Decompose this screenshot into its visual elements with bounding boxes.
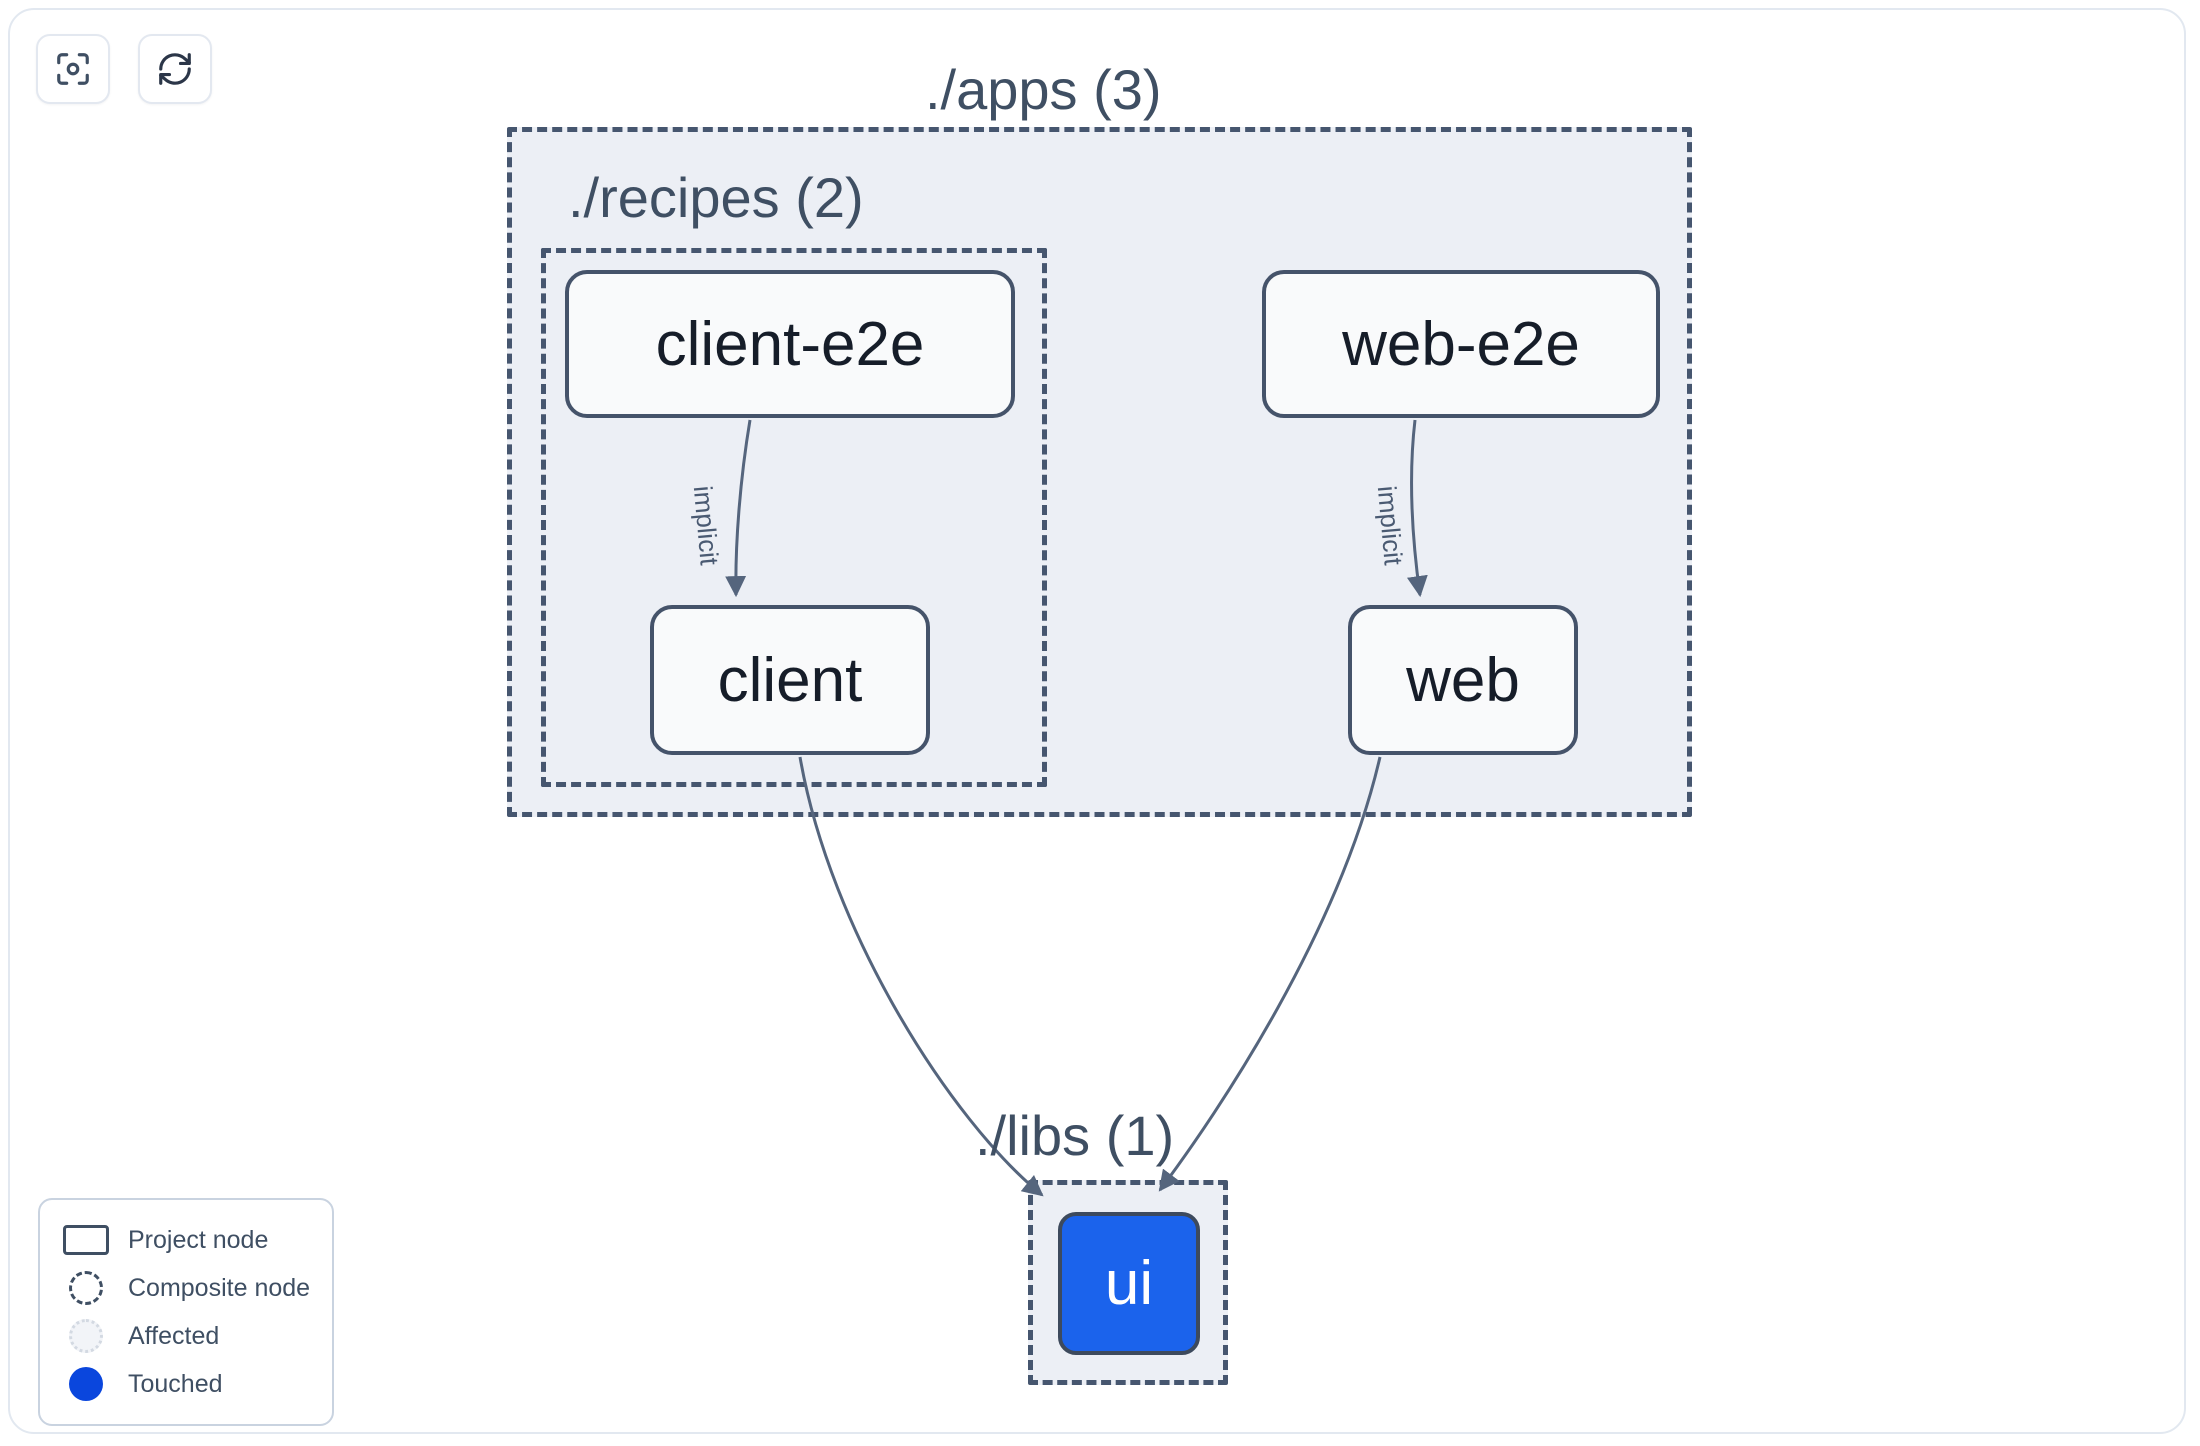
legend-item-affected: Affected: [60, 1312, 312, 1360]
project-node-label: client-e2e: [655, 309, 925, 379]
project-node-ui[interactable]: ui: [1058, 1212, 1200, 1355]
affected-swatch-icon: [60, 1319, 112, 1353]
graph-legend: Project node Composite node Affected Tou…: [38, 1198, 334, 1426]
refresh-icon: [156, 50, 194, 88]
project-node-label: ui: [1104, 1249, 1154, 1318]
legend-label: Affected: [128, 1321, 220, 1350]
legend-label: Project node: [128, 1225, 269, 1254]
legend-label: Composite node: [128, 1273, 311, 1302]
touched-swatch-icon: [60, 1367, 112, 1401]
composite-node-swatch-icon: [60, 1271, 112, 1305]
project-node-swatch-icon: [60, 1225, 112, 1255]
graph-toolbar: [36, 34, 212, 104]
focus-target-icon: [54, 50, 92, 88]
project-node-label: web: [1406, 645, 1520, 715]
composite-node-recipes[interactable]: [541, 248, 1047, 787]
focus-graph-button[interactable]: [36, 34, 110, 104]
project-node-label: web-e2e: [1342, 309, 1580, 379]
project-node-label: client: [717, 645, 863, 715]
legend-item-composite-node: Composite node: [60, 1264, 312, 1312]
composite-node-recipes-label: ./recipes (2): [568, 166, 864, 229]
legend-label: Touched: [128, 1369, 223, 1398]
project-node-web[interactable]: web: [1348, 605, 1578, 755]
composite-node-apps-label: ./apps (3): [925, 58, 1162, 121]
legend-item-touched: Touched: [60, 1360, 312, 1408]
project-node-client-e2e[interactable]: client-e2e: [565, 270, 1015, 418]
refresh-graph-button[interactable]: [138, 34, 212, 104]
project-node-web-e2e[interactable]: web-e2e: [1262, 270, 1660, 418]
project-node-client[interactable]: client: [650, 605, 930, 755]
composite-node-libs-label: ./libs (1): [975, 1104, 1175, 1167]
legend-item-project-node: Project node: [60, 1216, 312, 1264]
